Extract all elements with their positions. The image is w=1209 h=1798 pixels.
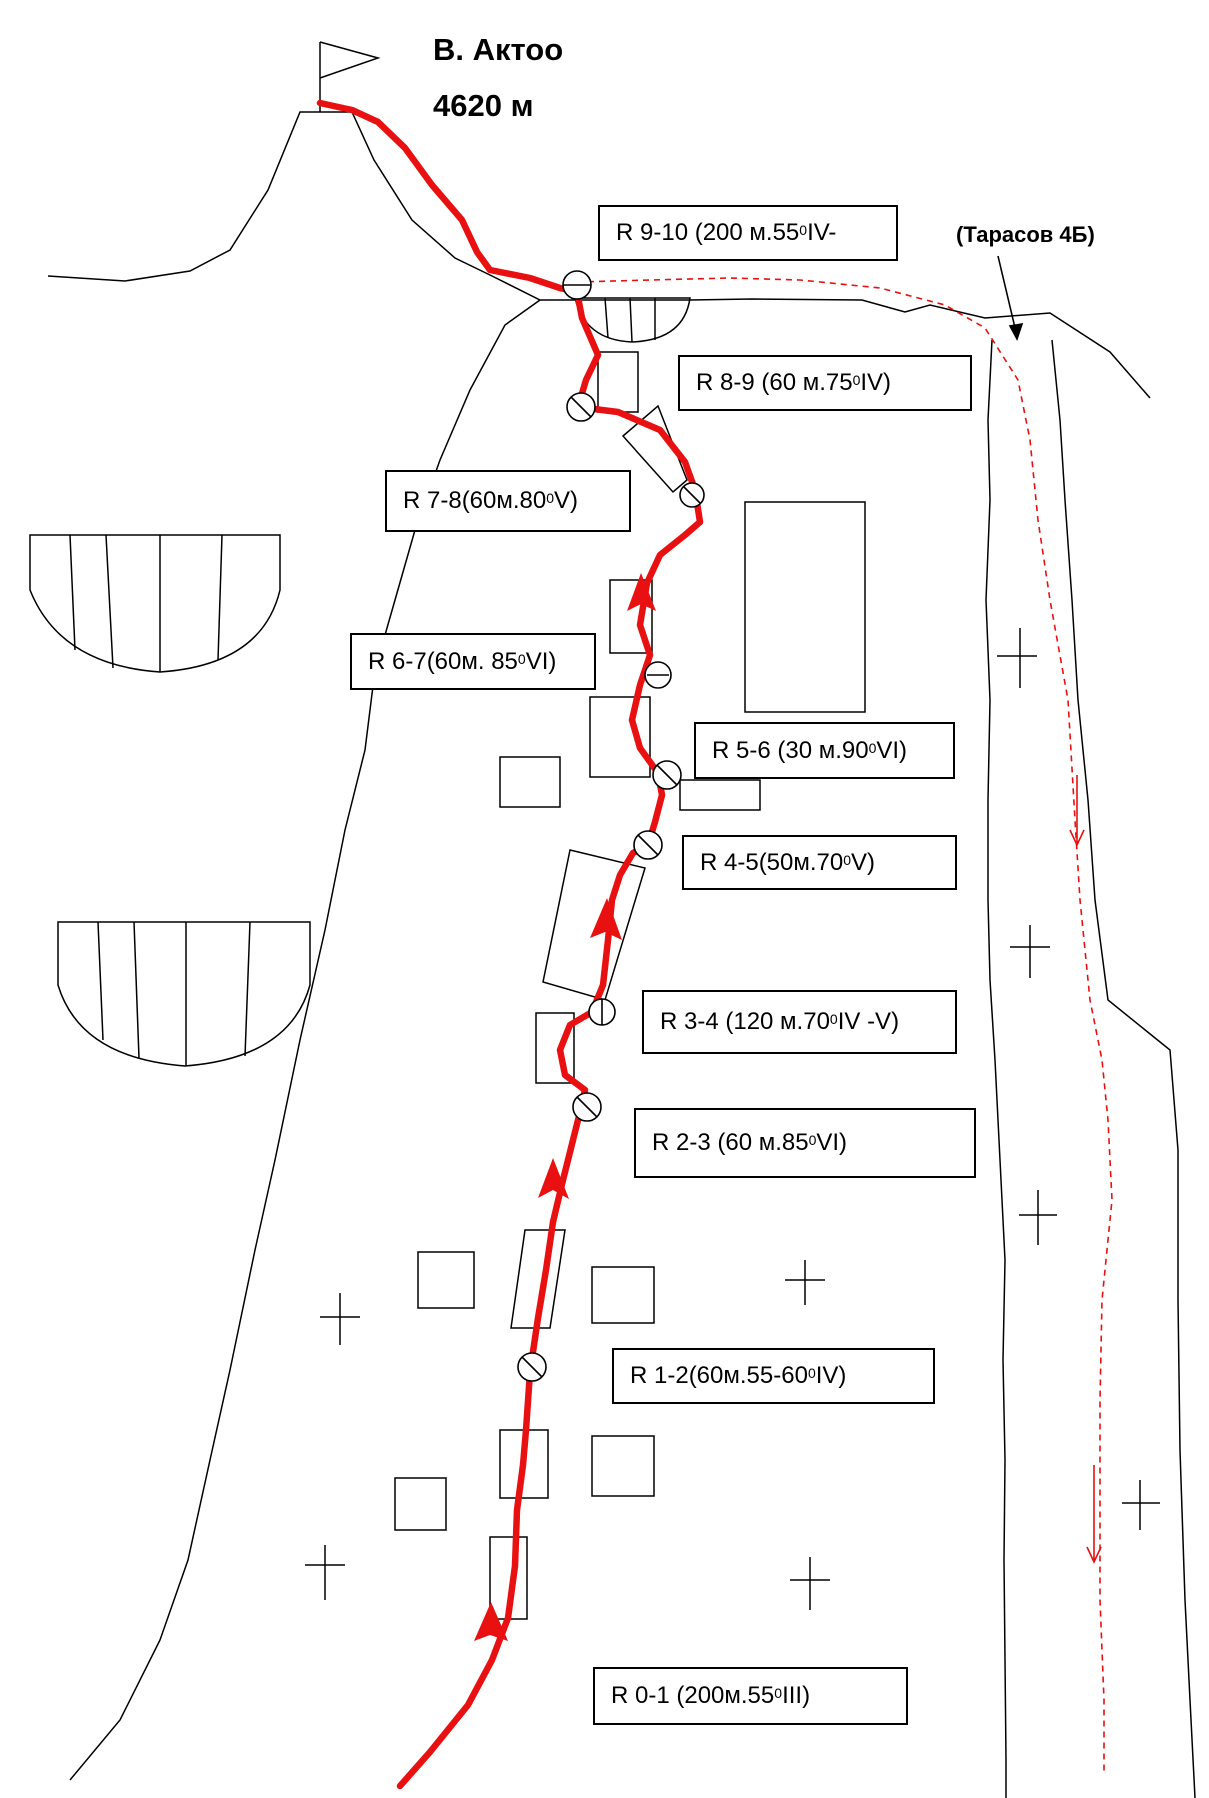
- belay-anchor-icon: [633, 830, 663, 860]
- belay-anchor-icon: [566, 392, 596, 422]
- neighbor-route: [576, 277, 1113, 1775]
- ridge-line: [47, 111, 1151, 399]
- summit-elevation: 4620 м: [433, 88, 534, 123]
- belay-anchor-icon: [652, 760, 682, 790]
- neighbor-route-label: (Тарасов 4Б): [956, 222, 1095, 247]
- couloir-wall-left: [985, 339, 1007, 1798]
- main-route-line: [316, 99, 704, 1790]
- couloir-wall-right: [1051, 339, 1196, 1798]
- belay-anchor-icon: [679, 482, 705, 508]
- neighbor-label-pointer: [997, 255, 1024, 342]
- belay-stations: [517, 270, 705, 1382]
- belay-anchor-icon: [517, 1352, 547, 1382]
- snowfield-left-lower: [57, 921, 311, 1067]
- scree-markers: [305, 628, 1160, 1610]
- belay-anchor-icon: [644, 661, 672, 689]
- rock-features: [394, 351, 866, 1620]
- belay-anchor-icon: [562, 270, 592, 300]
- snowfield-left-upper: [29, 534, 281, 673]
- summit-flag-icon: [319, 41, 381, 79]
- route-arrows: [474, 573, 656, 1641]
- belay-anchor-icon: [572, 1092, 602, 1122]
- belay-anchor-icon: [588, 998, 616, 1026]
- summit-name: В. Актоо: [433, 32, 564, 67]
- face-outline-left: [69, 299, 541, 1781]
